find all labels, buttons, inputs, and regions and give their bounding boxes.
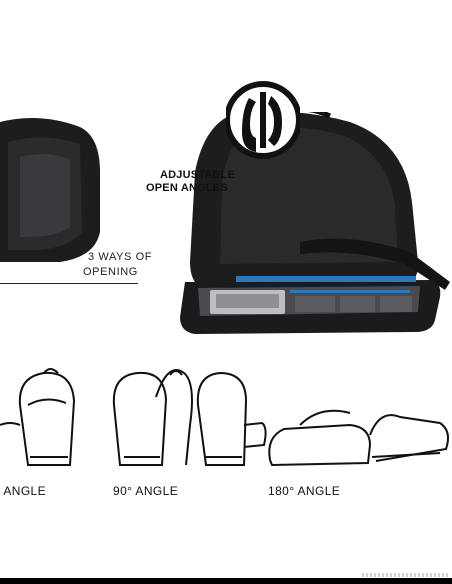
angle-label-180: 180° ANGLE	[268, 484, 341, 498]
backpack-180-icon	[268, 409, 449, 467]
backpack-90-second-icon	[196, 371, 267, 466]
badge-line-2: OPEN ANGLES	[146, 182, 228, 194]
ways-line-2: OPENING	[83, 266, 138, 278]
angle-label-90: 90° ANGLE	[113, 484, 179, 498]
watermark-strip	[362, 573, 448, 577]
angle-label-0: 0° ANGLE	[0, 484, 47, 498]
backpack-open-image	[150, 106, 452, 340]
ways-underline	[0, 283, 138, 284]
ways-line-1: 3 WAYS OF	[88, 251, 153, 263]
adjustable-angle-icon	[224, 80, 302, 170]
angle-illustrations	[0, 365, 452, 477]
badge-line-1: ADJUSTABLE	[160, 169, 236, 181]
backpack-open-shape	[180, 106, 450, 334]
backpack-90-icon	[112, 369, 193, 466]
backpack-closed-icon	[0, 368, 76, 466]
bottom-bar	[0, 578, 452, 584]
backpack-left-image	[0, 112, 110, 267]
backpack-left-shape	[0, 118, 100, 262]
